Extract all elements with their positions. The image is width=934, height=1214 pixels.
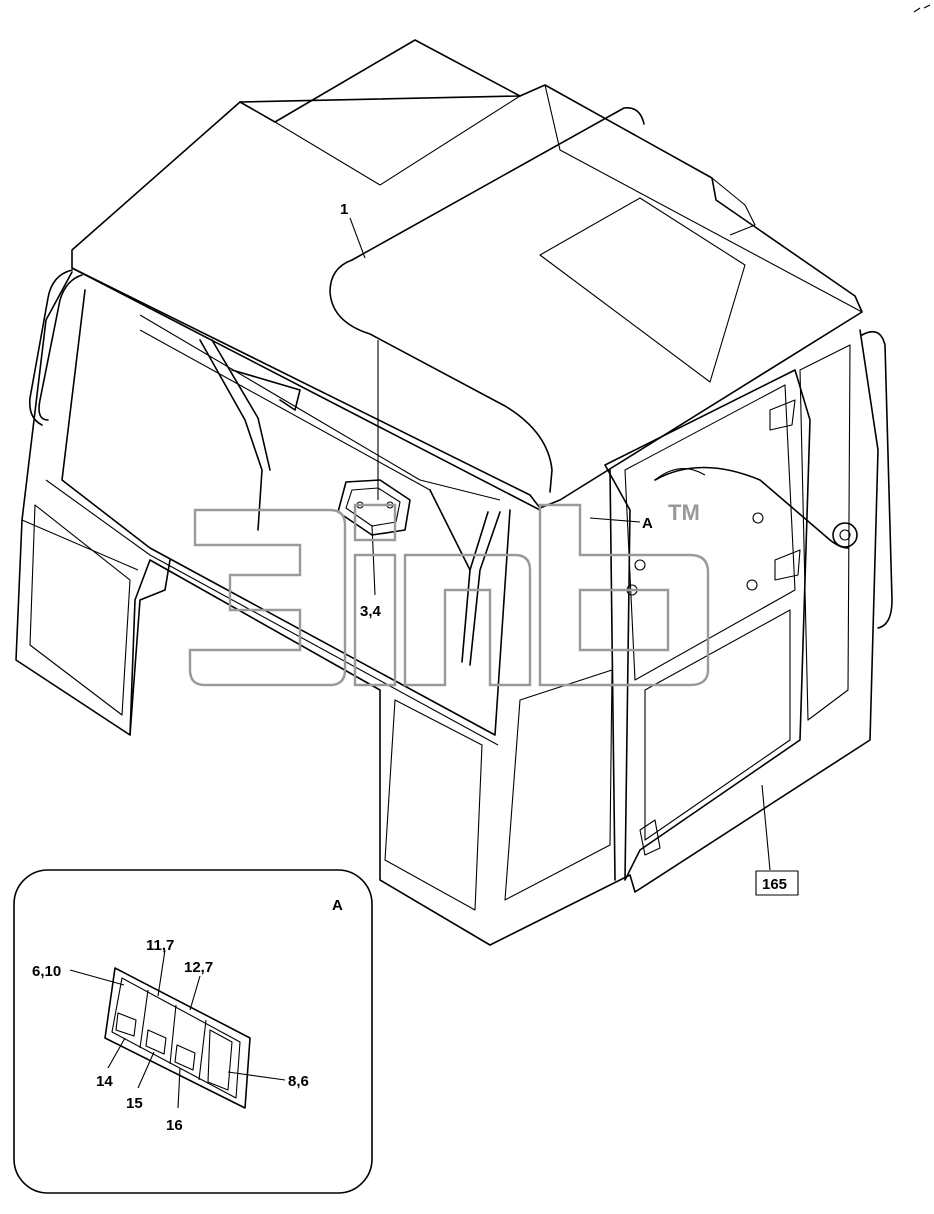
detail-label-f: 15	[126, 1095, 143, 1112]
callout-box-cab-assembly	[755, 870, 799, 896]
watermark-logo: TM	[188, 500, 710, 687]
cab-front-frame	[15, 271, 879, 946]
detail-label-b: 11,7	[146, 937, 174, 954]
callout-cab-assembly: 165	[755, 784, 799, 896]
left-handrail	[28, 269, 83, 426]
callout-label-switch-panel: 3,4	[360, 603, 382, 620]
cab-side-door	[604, 369, 811, 881]
roof-panel-highlight	[329, 107, 645, 493]
callout-label-roof: 1	[340, 201, 348, 218]
callout-detail-ref: A	[589, 515, 653, 532]
callout-switch-panel: 3,4	[360, 340, 382, 620]
detail-label-c: 12,7	[184, 959, 213, 976]
detail-label-a: 6,10	[32, 963, 61, 980]
callout-roof: 1	[340, 201, 366, 259]
wiper-arms	[139, 314, 501, 666]
detail-label-d: 8,6	[288, 1073, 309, 1090]
detail-label-g: 16	[166, 1117, 183, 1134]
watermark-trademark: TM	[668, 500, 700, 525]
door-highlight-arc	[654, 466, 849, 549]
cab-roof	[71, 39, 863, 511]
corner-mark	[913, 4, 931, 13]
callout-label-detail-ref: A	[642, 515, 653, 532]
detail-a-frame	[13, 869, 373, 1194]
detail-a-title: A	[332, 897, 343, 914]
callout-label-cab-assembly: 165	[762, 876, 787, 893]
switch-panel	[337, 479, 411, 536]
detail-a-inset: A 6,10 11,7 12,7 8,6 14 15 16	[13, 869, 373, 1194]
detail-label-e: 14	[96, 1073, 113, 1090]
